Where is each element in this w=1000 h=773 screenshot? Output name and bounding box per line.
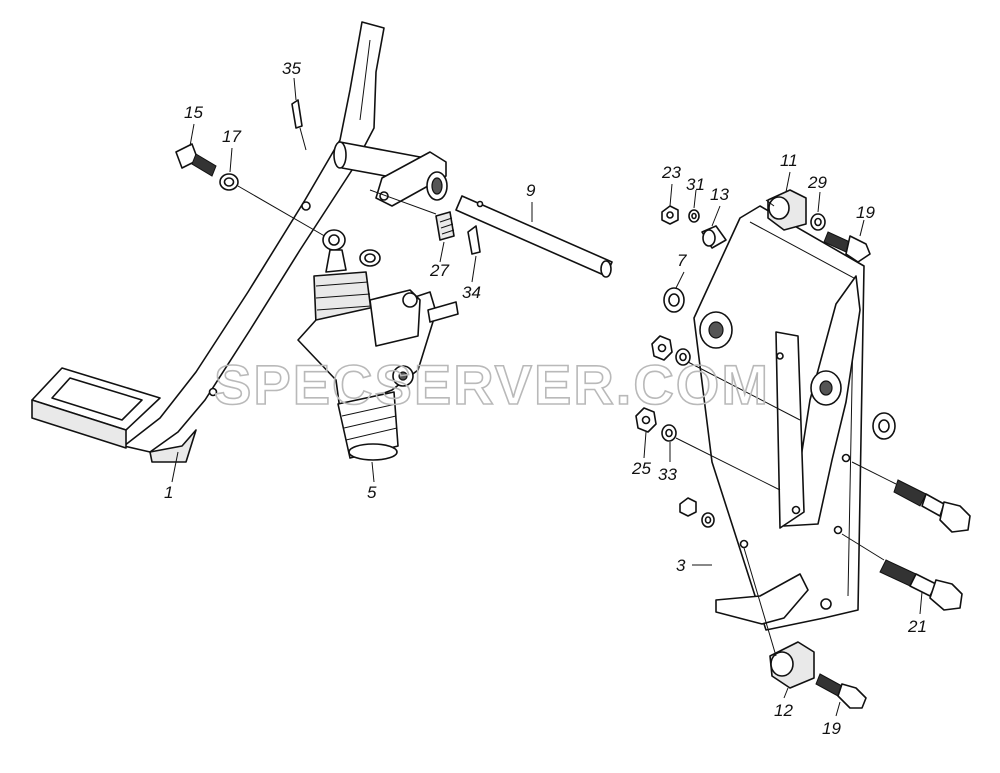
bolt <box>879 559 963 611</box>
hex-nut <box>661 205 679 225</box>
washer <box>688 209 700 223</box>
bolt <box>815 673 867 709</box>
callout-23: 23 <box>661 163 681 182</box>
callout-25: 25 <box>631 459 651 478</box>
callout-11: 11 <box>780 151 798 170</box>
washer <box>675 348 691 366</box>
callout-7: 7 <box>677 251 687 270</box>
washer <box>872 412 896 440</box>
washer <box>359 249 381 267</box>
washer <box>810 213 826 231</box>
callout-34: 34 <box>462 283 481 302</box>
cotter-pin <box>291 99 303 129</box>
callout-9: 9 <box>526 181 536 200</box>
castle-nut <box>435 211 455 241</box>
bolt <box>893 479 971 533</box>
watermark: SPECSERVER.COM <box>214 353 770 416</box>
callout-31: 31 <box>686 175 705 194</box>
washer <box>219 173 239 191</box>
bolt <box>175 143 217 177</box>
pivot-bracket <box>375 151 448 207</box>
callout-3: 3 <box>676 556 686 575</box>
callout-13: 13 <box>710 185 729 204</box>
callout-19-top: 19 <box>856 203 875 222</box>
callout-29: 29 <box>807 173 827 192</box>
shaft <box>455 195 613 278</box>
assembly-leader-lines <box>299 127 897 657</box>
callout-21: 21 <box>907 617 927 636</box>
hex-nut <box>679 497 697 517</box>
master-cylinder <box>297 229 459 461</box>
hex-nut <box>635 407 657 433</box>
callout-35: 35 <box>282 59 301 78</box>
callout-5: 5 <box>367 483 377 502</box>
washer <box>663 287 685 313</box>
callout-1: 1 <box>164 483 173 502</box>
mounting-bracket <box>693 205 865 631</box>
pedal-lever <box>31 21 441 463</box>
callout-33: 33 <box>658 465 677 484</box>
callout-17: 17 <box>222 127 241 146</box>
cotter-pin <box>467 225 481 255</box>
rubber-bump-stop <box>767 189 807 231</box>
callout-19-bottom: 19 <box>822 719 841 738</box>
callout-leaders <box>171 77 923 717</box>
callout-27: 27 <box>429 261 449 280</box>
hex-nut <box>651 335 673 361</box>
washer <box>661 424 677 442</box>
callout-15: 15 <box>184 103 203 122</box>
rubber-bump-stop <box>769 641 815 689</box>
washer <box>701 512 715 528</box>
spacer-bushing <box>701 225 727 249</box>
bolt <box>823 231 871 263</box>
callout-12: 12 <box>774 701 793 720</box>
